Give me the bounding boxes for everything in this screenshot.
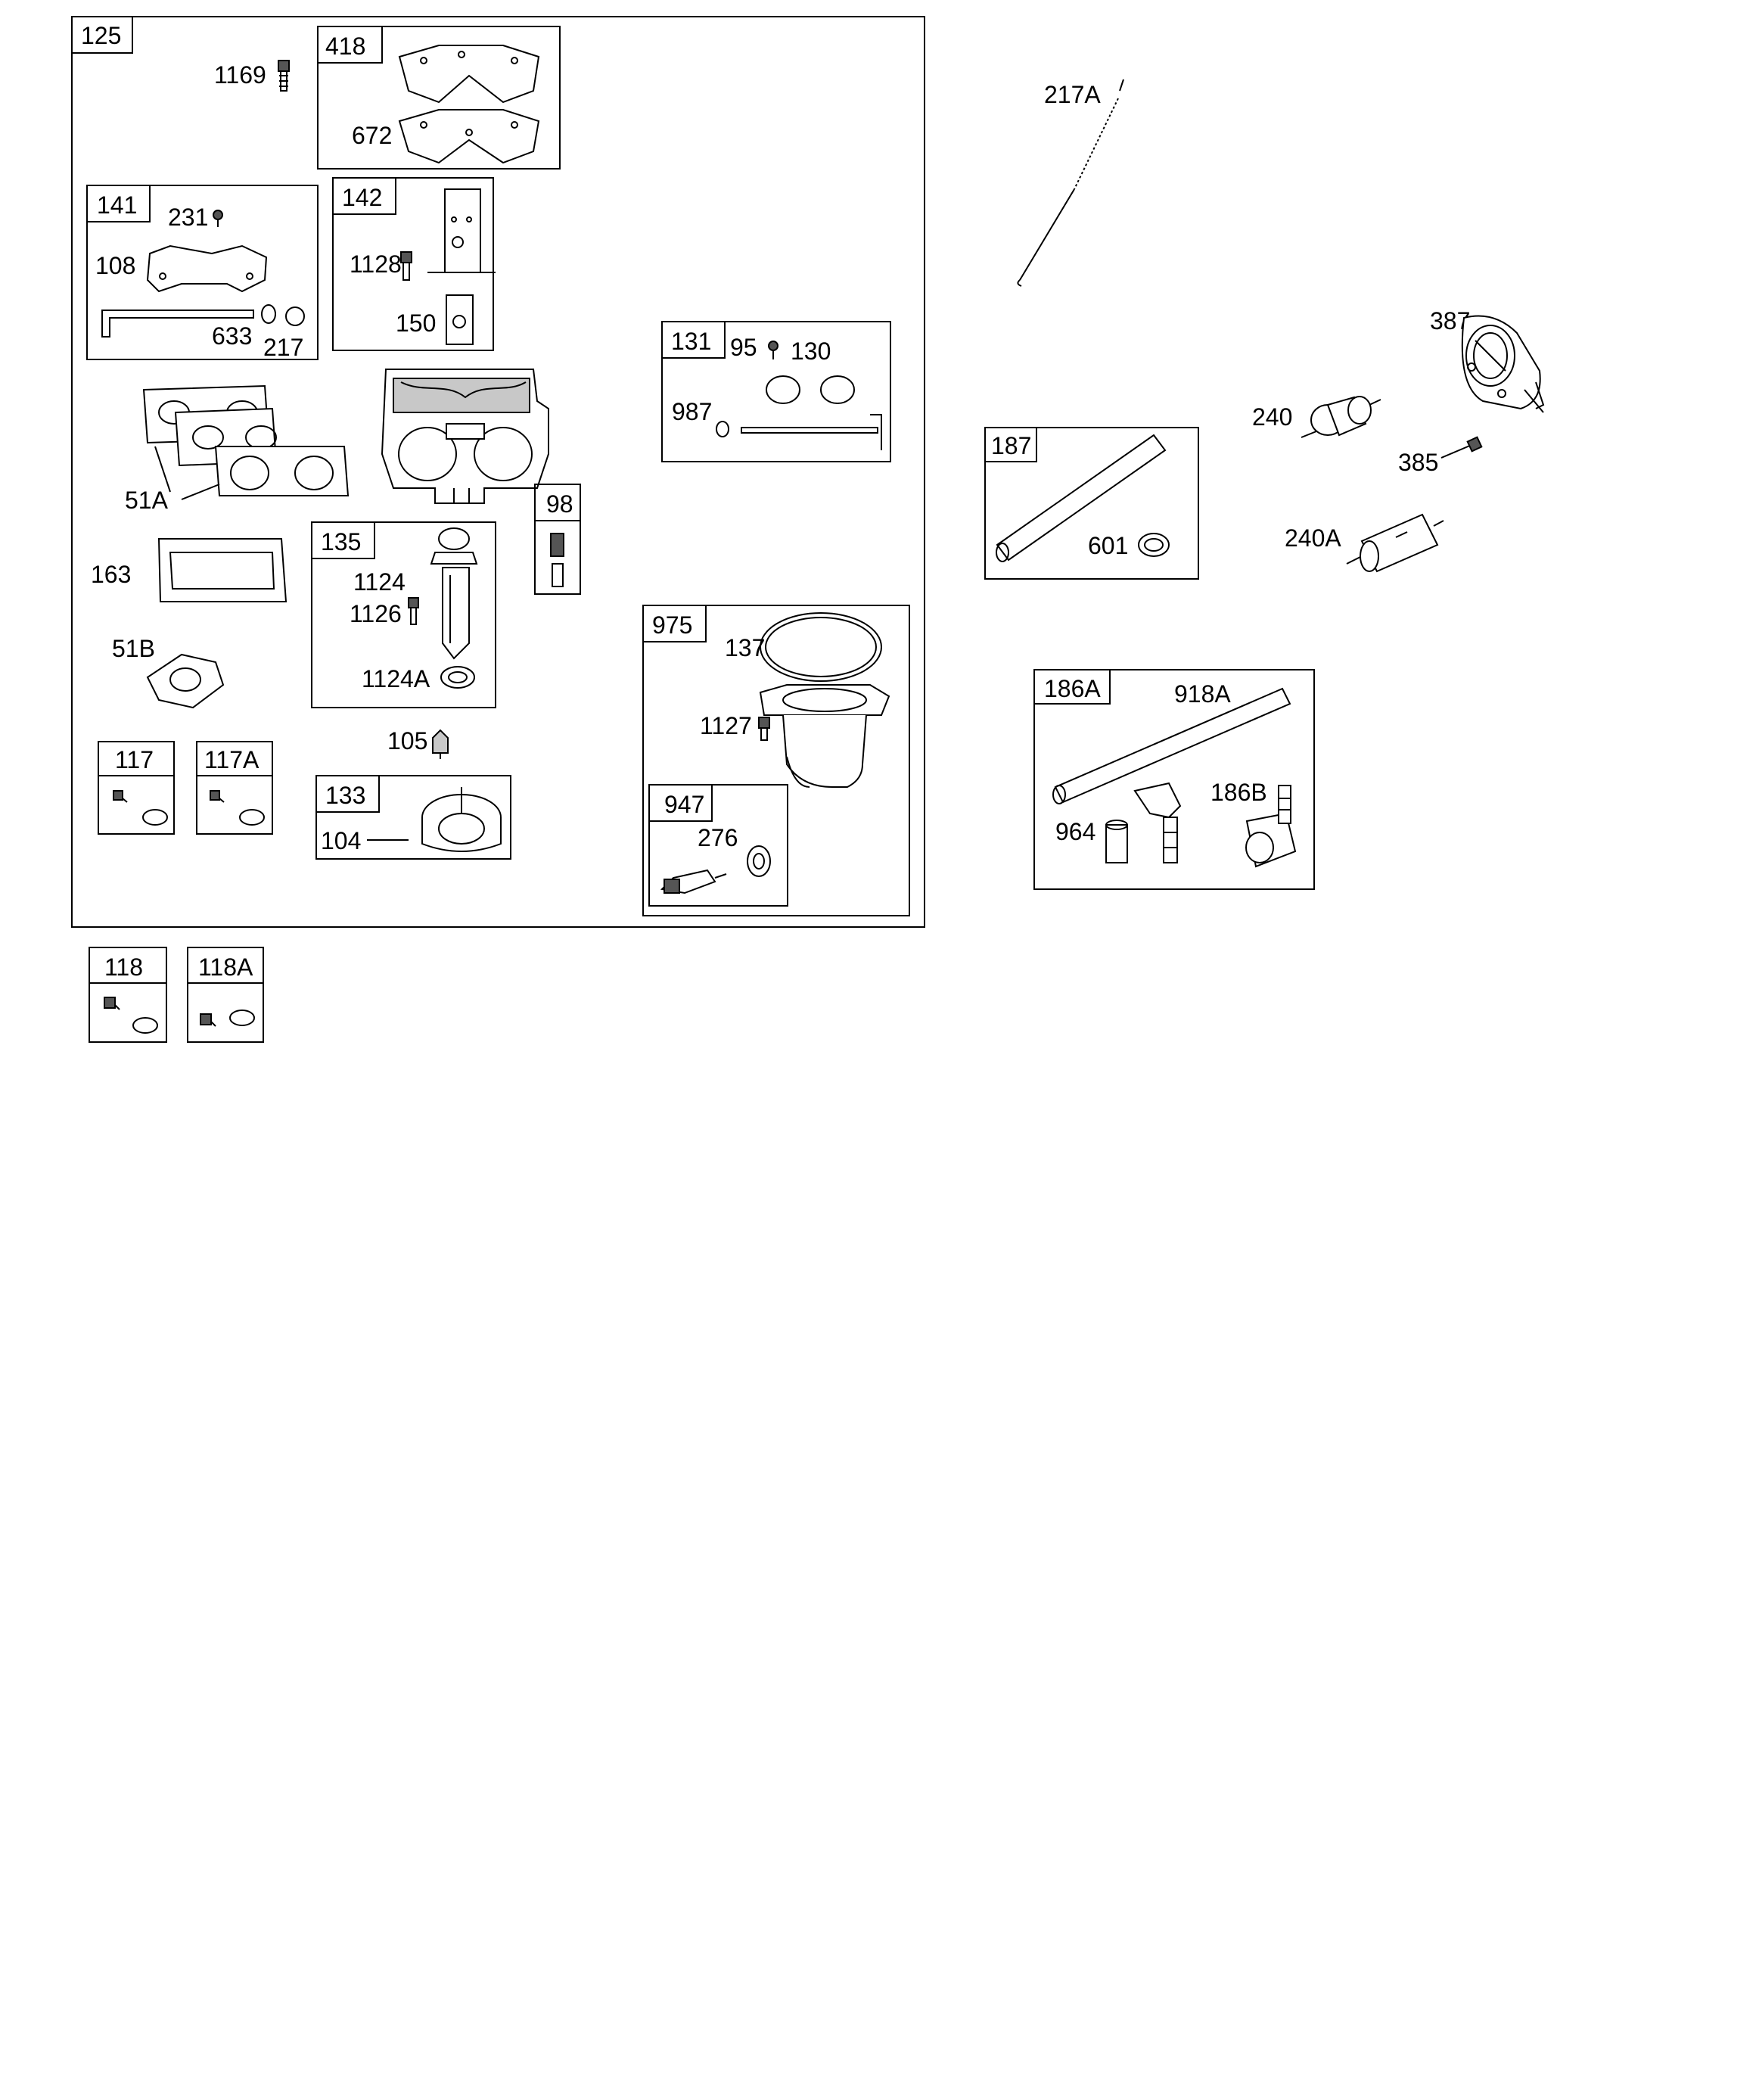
screw-1169: 1169 — [214, 60, 290, 92]
label-95: 95 — [730, 334, 757, 361]
kit-975-frame: 975 137 1127 — [642, 605, 910, 916]
fuel-filter-240: 240 — [1252, 396, 1381, 438]
label-240A: 240A — [1285, 524, 1341, 552]
label-51B: 51B — [112, 635, 155, 662]
throttle-plate-130b — [820, 375, 855, 404]
label-133: 133 — [325, 782, 365, 809]
label-276: 276 — [698, 824, 738, 851]
sleeve-964 — [1105, 824, 1128, 863]
screw-385: 385 — [1398, 436, 1483, 476]
label-240: 240 — [1252, 403, 1292, 431]
label-117A: 117A — [204, 746, 259, 773]
kit-133-frame: 133 104 — [315, 775, 511, 860]
label-975: 975 — [652, 611, 692, 639]
label-217A: 217A — [1044, 81, 1101, 108]
gasket-418-top — [398, 45, 540, 104]
label-117: 117 — [115, 746, 154, 773]
label-150: 150 — [396, 310, 436, 337]
plate-108 — [146, 244, 268, 293]
plate-150 — [446, 294, 474, 345]
label-186A: 186A — [1044, 675, 1101, 702]
label-135: 135 — [321, 528, 361, 555]
kit-117A-frame: 117A — [196, 741, 273, 835]
gasket-51A-group: 51A — [125, 384, 350, 514]
label-142: 142 — [342, 184, 382, 211]
kit-418-frame: 418 672 — [317, 26, 561, 170]
gasket-163: 163 — [91, 538, 287, 602]
kit-98-frame: 98 — [534, 484, 581, 595]
label-137: 137 — [725, 634, 765, 661]
bracket-142 — [444, 188, 481, 273]
fuel-line-187 — [996, 434, 1167, 562]
clamp-601 — [1138, 533, 1170, 557]
label-1128: 1128 — [350, 250, 402, 278]
label-118A: 118A — [198, 954, 253, 981]
label-1126: 1126 — [350, 600, 402, 627]
label-98: 98 — [546, 490, 573, 518]
label-918A: 918A — [1174, 680, 1231, 708]
kit-125-frame: 125 — [71, 16, 925, 928]
label-947: 947 — [664, 791, 704, 818]
label-672: 672 — [352, 122, 392, 149]
kit-186A-frame: 186A 918A 964 186B — [1033, 669, 1315, 890]
needle-105: 105 — [387, 727, 449, 759]
kit-141-frame: 141 231 108 633 217 — [86, 185, 319, 361]
kit-131-frame: 131 95 130 987 — [661, 321, 891, 462]
label-231: 231 — [168, 204, 208, 231]
label-104: 104 — [321, 827, 361, 854]
spring-link-217A: 217A — [1017, 79, 1124, 287]
gasket-51B: 51B — [112, 635, 225, 709]
label-141: 141 — [97, 191, 137, 219]
throttle-plate-130a — [766, 375, 800, 404]
label-964: 964 — [1055, 818, 1095, 845]
label-385: 385 — [1398, 449, 1438, 476]
label-118: 118 — [104, 954, 143, 981]
kit-118-frame: 118 — [89, 947, 167, 1043]
label-601: 601 — [1088, 532, 1128, 559]
kit-135-frame: 135 1124 1126 1124A — [311, 521, 496, 708]
float-1124 — [442, 567, 470, 660]
kit-187-frame: 187 601 — [984, 427, 1199, 580]
label-987: 987 — [672, 398, 712, 425]
label-1124: 1124 — [353, 568, 406, 596]
label-108: 108 — [95, 252, 135, 279]
fuel-pump-387: 387 — [1430, 307, 1545, 413]
gasket-137 — [760, 612, 882, 682]
label-217: 217 — [263, 334, 303, 361]
fuel-filter-240A: 240A — [1285, 513, 1444, 573]
kit-118A-frame: 118A — [187, 947, 264, 1043]
fuel-line-918A — [1054, 687, 1291, 804]
label-186B: 186B — [1210, 779, 1267, 806]
label-130: 130 — [791, 338, 831, 365]
label-125: 125 — [81, 22, 121, 49]
label-1124A: 1124A — [362, 665, 430, 692]
label-418: 418 — [325, 33, 365, 60]
label-131: 131 — [671, 328, 711, 355]
label-163: 163 — [91, 561, 131, 588]
label-51A: 51A — [125, 487, 169, 514]
carburetor-body — [381, 369, 549, 504]
shaft-633 — [101, 310, 254, 338]
kit-142-frame: 142 1128 150 — [332, 177, 496, 351]
label-1127: 1127 — [700, 712, 752, 739]
label-1169: 1169 — [214, 61, 266, 89]
label-105: 105 — [387, 727, 427, 754]
label-633: 633 — [212, 322, 252, 350]
kit-947-frame: 947 276 — [648, 784, 788, 907]
kit-117-frame: 117 — [98, 741, 175, 835]
label-187: 187 — [991, 432, 1031, 459]
shaft-131 — [741, 427, 878, 434]
